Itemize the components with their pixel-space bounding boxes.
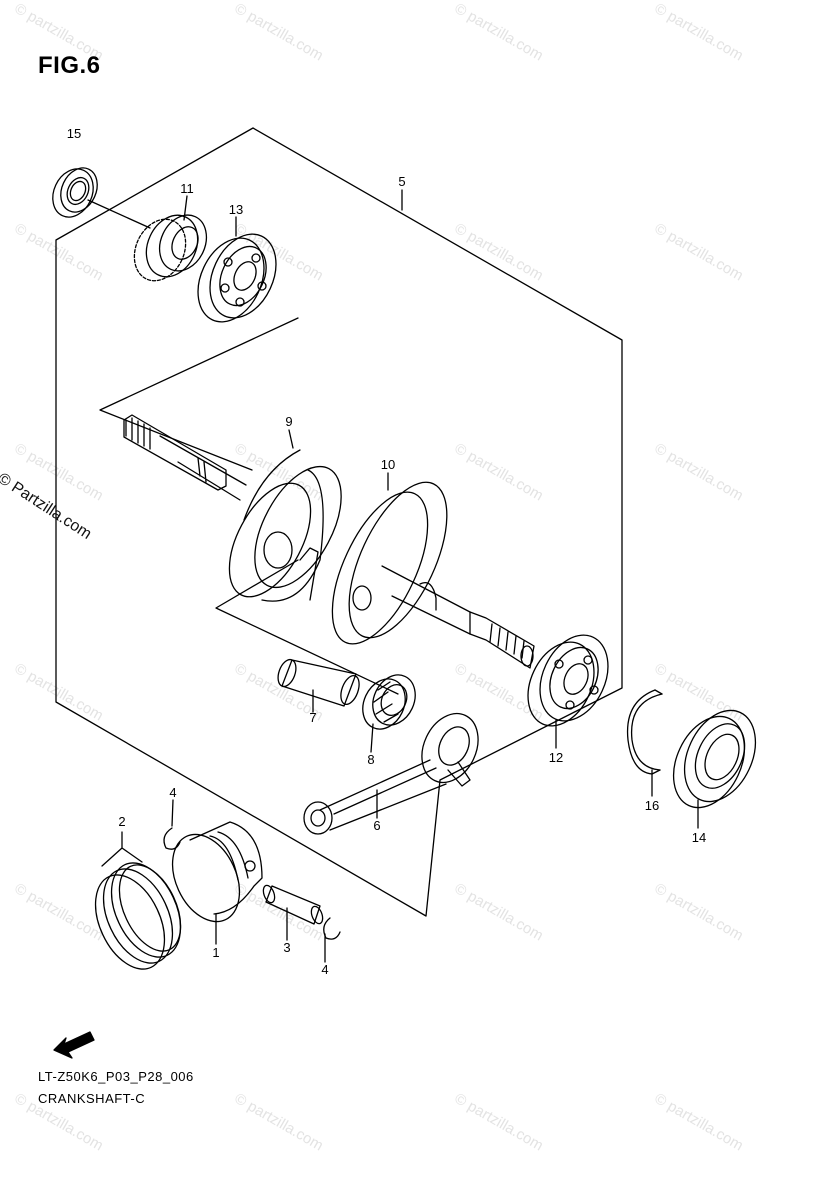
callout-10: 10 xyxy=(380,457,396,472)
callout-13: 13 xyxy=(228,202,244,217)
ball-bearing-13 xyxy=(197,233,277,323)
callout-14: 14 xyxy=(691,830,707,845)
callout-2: 2 xyxy=(118,814,126,829)
callout-9: 9 xyxy=(285,414,293,429)
piston-pin-3 xyxy=(262,884,324,925)
ball-bearing-12 xyxy=(527,634,609,727)
callout-16: 16 xyxy=(644,798,660,813)
callout-8: 8 xyxy=(367,752,375,767)
callout-11: 11 xyxy=(180,181,194,196)
leader-bracket-lower xyxy=(215,559,399,695)
figure-title: FIG.6 xyxy=(38,52,101,79)
oil-seal-14 xyxy=(672,709,757,809)
callout-6: 6 xyxy=(373,818,381,833)
oil-seal-15 xyxy=(52,167,98,218)
fwd-arrow-icon xyxy=(53,1031,95,1059)
assembly-boundary-outline xyxy=(55,127,623,917)
leader-4a xyxy=(171,799,174,827)
callout-15: 15 xyxy=(66,126,82,141)
leader-9 xyxy=(288,429,294,449)
crank-pin-7 xyxy=(277,658,360,707)
piston-circlip-4-upper xyxy=(163,827,181,850)
leader-15 xyxy=(87,199,151,229)
callout-5: 5 xyxy=(398,174,406,189)
piston-1 xyxy=(171,821,263,923)
callout-1: 1 xyxy=(212,945,220,960)
piston-circlip-4-lower xyxy=(323,917,341,940)
circlip-16 xyxy=(626,689,663,775)
diagram-code: LT-Z50K6_P03_P28_006 xyxy=(38,1069,194,1084)
callout-12: 12 xyxy=(548,750,564,765)
callout-4-upper: 4 xyxy=(169,785,177,800)
diagram-name: CRANKSHAFT-C xyxy=(38,1091,146,1106)
callout-4-lower: 4 xyxy=(321,962,329,977)
callout-3: 3 xyxy=(283,940,291,955)
crankshaft-left-9 xyxy=(123,414,342,602)
needle-bearing-8 xyxy=(362,674,416,730)
callout-7: 7 xyxy=(309,710,317,725)
leader-8 xyxy=(370,723,374,753)
connecting-rod-6 xyxy=(303,712,479,835)
leader-2 xyxy=(101,831,143,867)
leader-bracket-upper xyxy=(99,317,299,471)
piston-ring-set-2 xyxy=(94,862,182,970)
crankshaft-right-10 xyxy=(331,481,535,669)
gear-11 xyxy=(133,214,208,282)
